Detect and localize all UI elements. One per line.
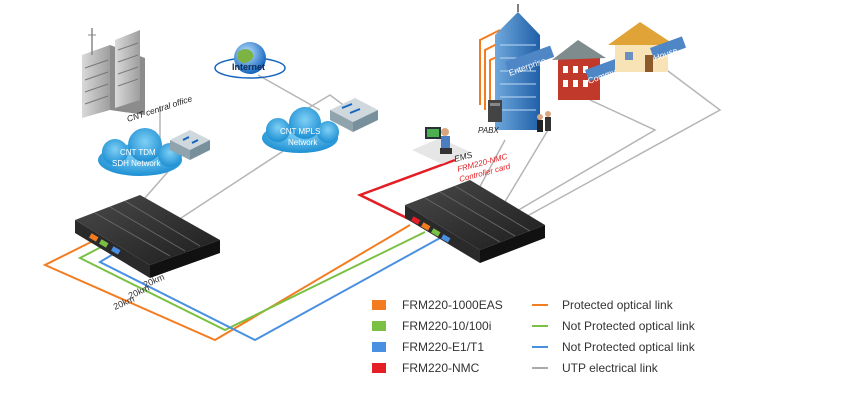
legend-link-line [532, 304, 548, 306]
utp-link-enterprise-rack [499, 129, 549, 211]
legend-link-label: Not Protected optical link [562, 319, 695, 333]
ems-workstation-icon [412, 127, 470, 164]
legend-module-label: FRM220-1000EAS [402, 298, 503, 312]
legend-link-label: Protected optical link [562, 298, 673, 312]
utp-link-internet-mpls [257, 74, 321, 111]
pabx-label: PABX [478, 126, 499, 135]
pabx-icon [488, 100, 502, 122]
legend-link-line [532, 367, 548, 369]
legend-module-swatch [372, 363, 386, 373]
mpls-cloud-label-2: Network [288, 138, 318, 147]
right-rack-chassis [405, 180, 545, 263]
optical-links [42, 224, 441, 342]
legend-module-label: FRM220-NMC [402, 361, 480, 375]
orange-optical-link [42, 224, 411, 342]
nmc-red-link [356, 158, 456, 224]
people-icon [537, 111, 551, 132]
legend-link-line [532, 325, 548, 327]
orange-link-1 [479, 29, 501, 105]
legend-link-line [532, 346, 548, 348]
legend-module-swatch [372, 342, 386, 352]
enterprise-label-tag [505, 45, 555, 74]
tdm-cloud-label-1: CNT TDM [120, 148, 156, 157]
internet-globe-icon [214, 42, 286, 79]
ems-label: EMS [453, 149, 474, 164]
mpls-cloud-label-1: CNT MPLS [280, 127, 320, 136]
utp-link-mpls-rack [174, 139, 301, 223]
internet-label: Internet [232, 62, 265, 72]
mpls-cloud-icon [262, 107, 339, 153]
house-building [608, 22, 675, 72]
legend-module-swatch [372, 300, 386, 310]
blue-optical-link [97, 237, 441, 342]
module-legend: FRM220-1000EAS FRM220-10/100i FRM220-E1/… [372, 298, 532, 378]
legend-module-label: FRM220-E1/T1 [402, 340, 485, 354]
left-rack-chassis [75, 195, 220, 278]
link-legend: Protected optical link Not Protected opt… [532, 298, 732, 378]
central-office-building [82, 28, 145, 118]
tdm-router-icon [170, 130, 210, 160]
tdm-cloud-label-2: SDH Network [112, 159, 161, 168]
legend-module-swatch [372, 321, 386, 331]
green-optical-link [77, 231, 426, 332]
mpls-switch-icon [330, 98, 378, 132]
house-label-tag [650, 36, 687, 60]
community-building [552, 40, 606, 100]
tdm-cloud-icon [98, 128, 182, 176]
utp-link-community-rack [509, 99, 657, 216]
utp-link-house-rack [519, 64, 722, 221]
legend-module-label: FRM220-10/100i [402, 319, 492, 333]
legend-link-label: UTP electrical link [562, 361, 658, 375]
legend-link-label: Not Protected optical link [562, 340, 695, 354]
